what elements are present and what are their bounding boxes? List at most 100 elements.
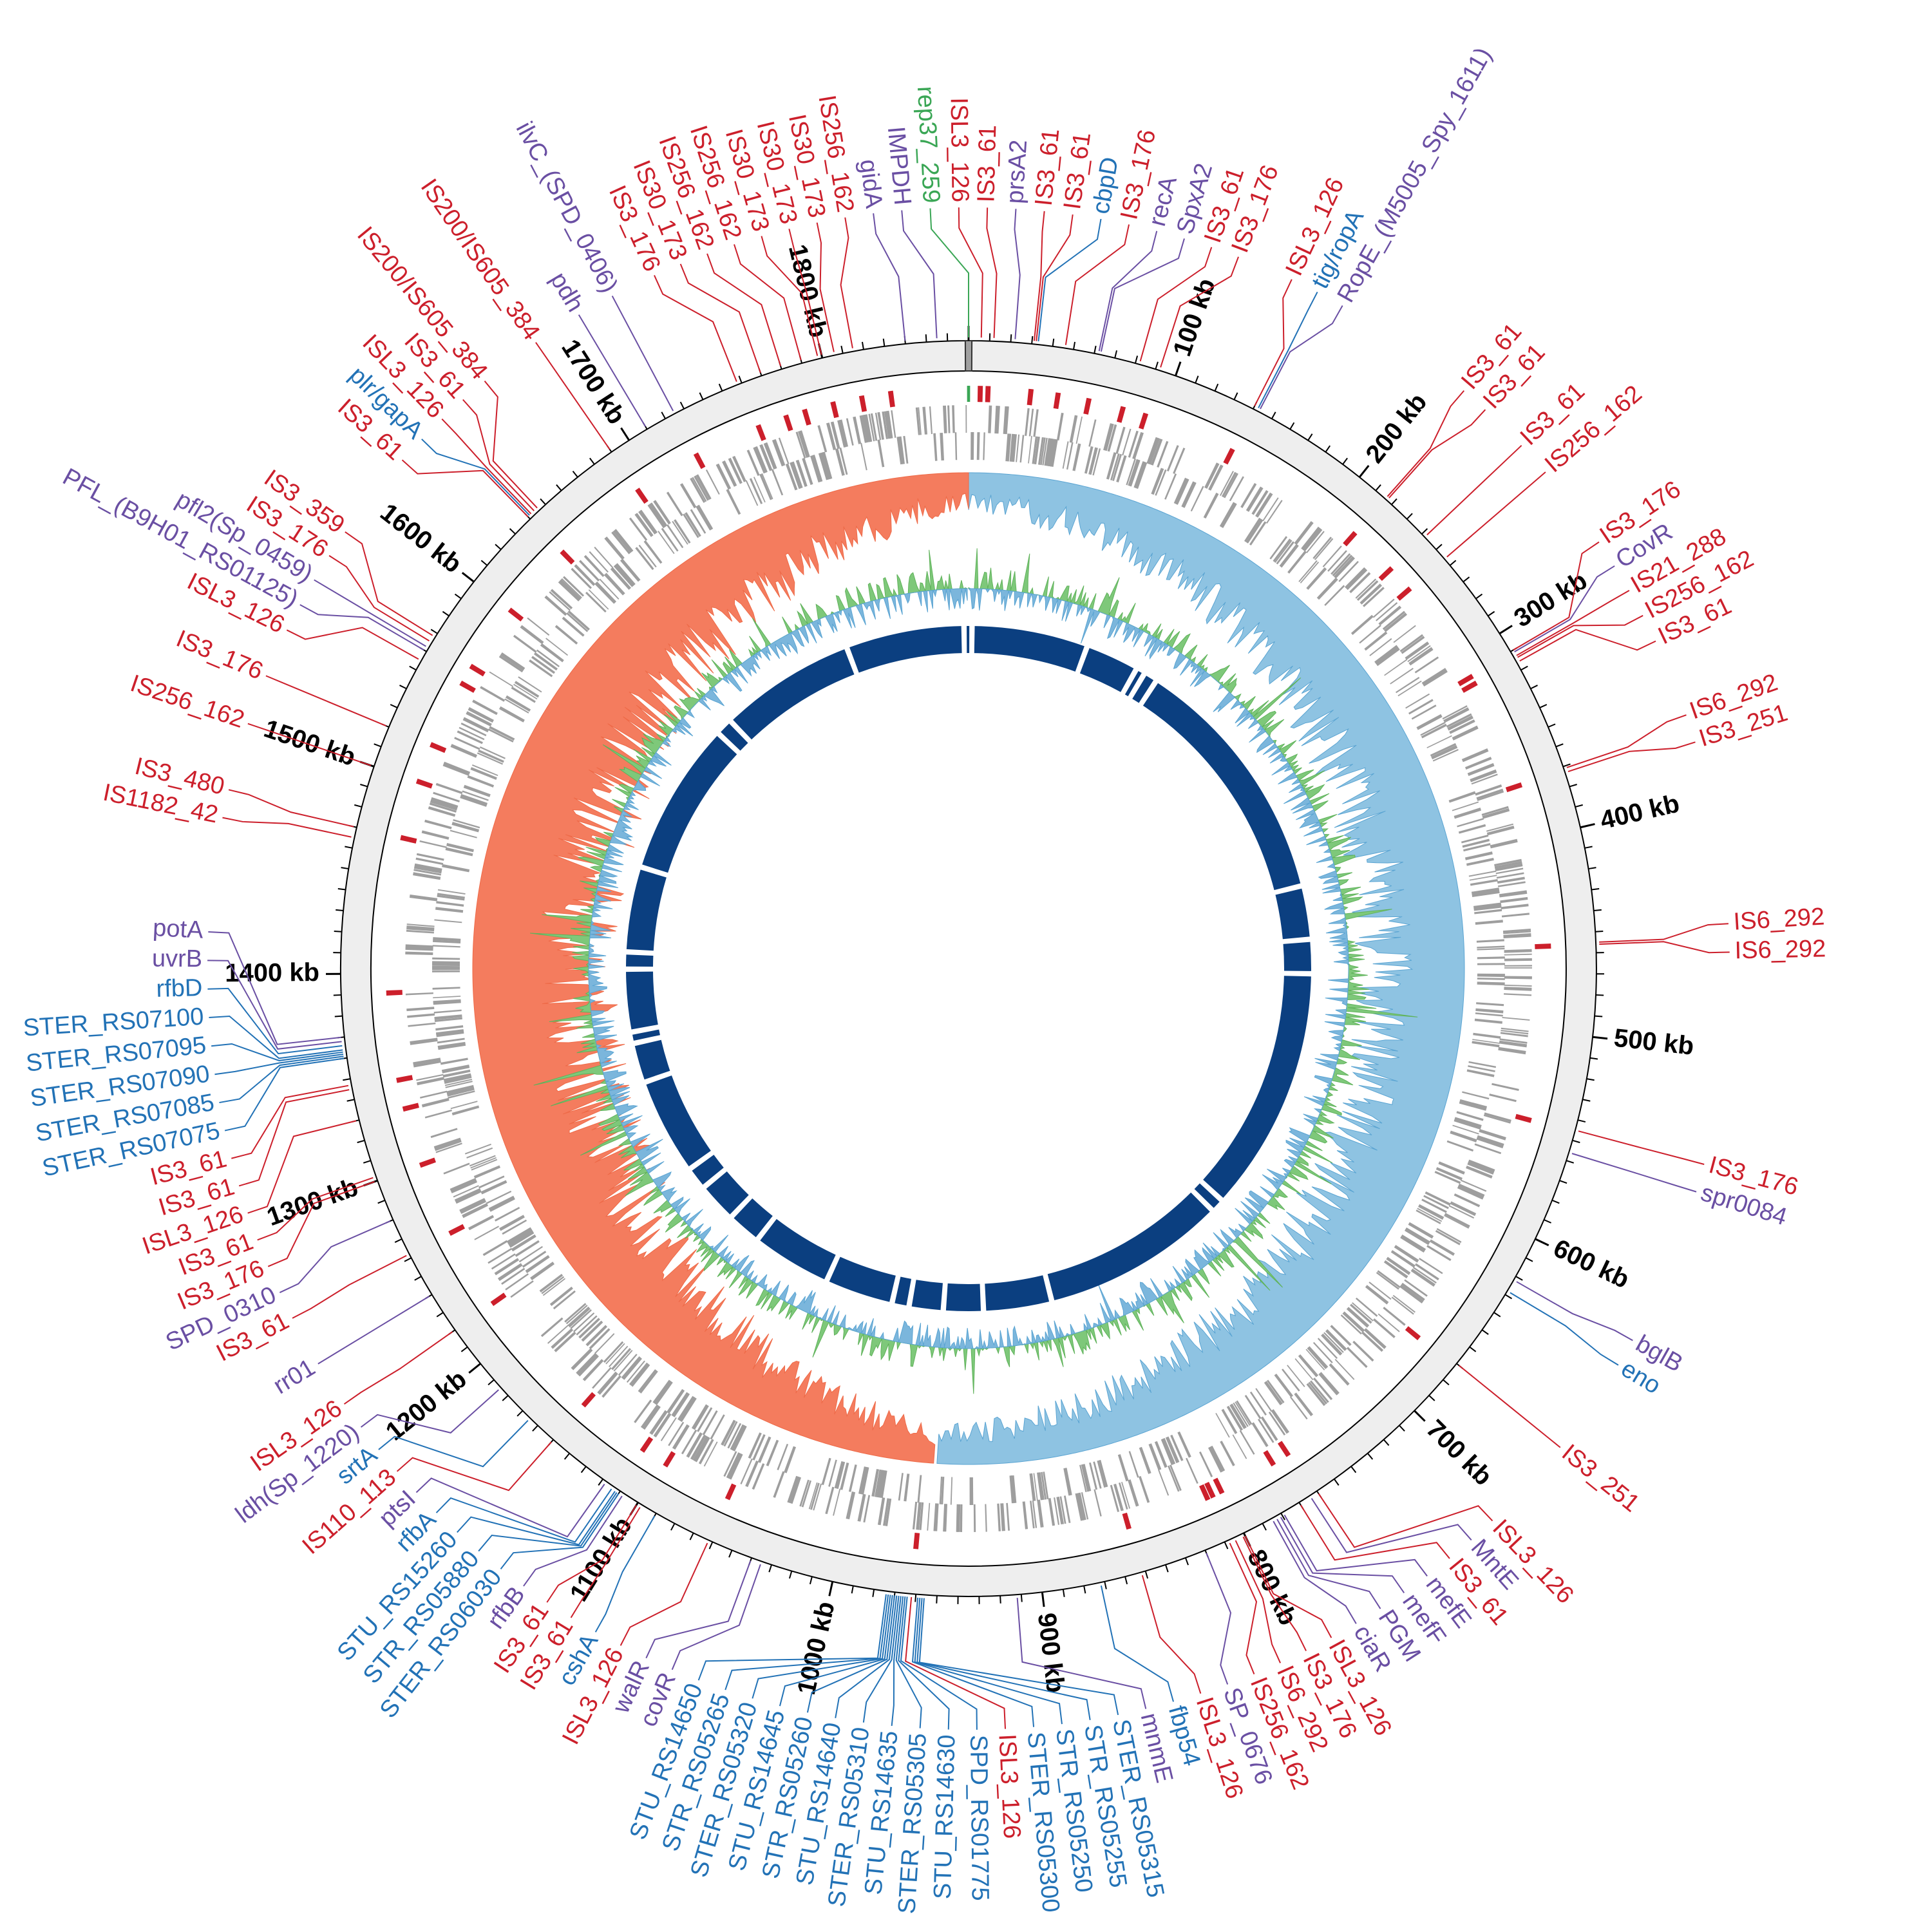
minor-tick — [357, 1139, 365, 1144]
gene-bar — [433, 940, 461, 943]
gene-bar — [658, 531, 675, 554]
label-connector — [343, 1331, 453, 1405]
gene-bar — [983, 432, 985, 460]
minor-tick — [1262, 1523, 1267, 1531]
gene-bar — [679, 1397, 697, 1423]
minor-tick — [1375, 484, 1381, 491]
gene-bar — [1496, 872, 1524, 879]
gene-bar — [1322, 545, 1342, 567]
gene-bar — [710, 1414, 725, 1440]
gene-bar — [430, 800, 458, 811]
gene-bar — [732, 1425, 747, 1452]
gene-bar — [460, 723, 487, 737]
gene-bar — [547, 1324, 569, 1344]
label-connector — [873, 213, 906, 341]
is-element-mark — [1378, 566, 1394, 582]
gene-bar — [956, 1504, 958, 1532]
gene-bar — [1477, 947, 1505, 951]
gene-bar — [444, 1079, 473, 1086]
label-connector — [1036, 214, 1074, 341]
gene-bar — [480, 686, 506, 702]
gene-bar — [1468, 1061, 1497, 1068]
gene-bar — [692, 477, 707, 502]
minor-tick — [1280, 1513, 1285, 1520]
minor-tick — [502, 1395, 509, 1401]
gene-bar — [1364, 631, 1388, 651]
minor-tick — [414, 1276, 422, 1281]
minor-tick — [1469, 1346, 1477, 1352]
label-connector — [895, 1596, 922, 1728]
gene-bar — [430, 797, 459, 809]
is-element-mark — [448, 1224, 466, 1236]
gene-bar — [833, 1488, 841, 1516]
gene-bar — [1454, 1119, 1481, 1130]
minor-tick — [1586, 1078, 1595, 1081]
gene-bar — [1019, 435, 1025, 463]
gene-bar — [1312, 1341, 1333, 1363]
gene-bar — [459, 726, 485, 741]
gene-bar — [1219, 502, 1236, 527]
gene-bar — [433, 996, 461, 999]
minor-tick — [1289, 422, 1295, 430]
contig-block — [974, 626, 1084, 672]
gene-bar — [1273, 538, 1291, 562]
gene-bar — [604, 536, 625, 560]
minor-tick — [1481, 1329, 1489, 1335]
is-element-mark — [415, 779, 433, 789]
is-element-mark — [693, 452, 706, 469]
data-tracks — [339, 339, 1597, 1597]
gene-bar — [609, 1345, 629, 1367]
gene-bar — [1346, 569, 1368, 591]
gene-bar — [1029, 1473, 1036, 1502]
minor-tick — [1520, 665, 1528, 671]
gene-bar — [1094, 1489, 1102, 1517]
gene-bar — [629, 1362, 649, 1386]
minor-tick — [333, 994, 341, 996]
gene-bar — [1434, 1171, 1461, 1184]
gene-bar — [1334, 1359, 1355, 1380]
gene-bar — [420, 1090, 448, 1099]
gene-bar — [812, 455, 823, 482]
gene-bar — [1470, 878, 1498, 886]
gene-bar — [643, 540, 663, 564]
gene-bar — [1000, 1503, 1005, 1531]
label-connector — [317, 1296, 430, 1365]
gene-bar — [853, 416, 862, 444]
gene-bar — [1501, 904, 1529, 909]
gene-bar — [1391, 1296, 1414, 1315]
feature-label: ISL3_126 — [993, 1734, 1025, 1840]
gene-bar — [407, 1013, 435, 1018]
gene-bar — [1210, 1445, 1226, 1472]
gene-bar — [1063, 1495, 1071, 1524]
gene-bar — [654, 1381, 673, 1405]
tick-label: 200 kb — [1360, 388, 1432, 468]
gene-bar — [540, 1317, 564, 1338]
gene-bar — [1041, 1472, 1047, 1500]
gene-bar — [442, 762, 470, 776]
gene-bar — [1457, 1185, 1484, 1200]
gene-bar — [1301, 526, 1321, 551]
gene-bar — [413, 869, 442, 876]
gene-bar — [1472, 1041, 1500, 1048]
gene-bar — [443, 1073, 471, 1082]
gene-bar — [1432, 749, 1459, 762]
label-connector — [535, 342, 611, 450]
gene-bar — [753, 446, 767, 474]
gene-bar — [1037, 437, 1044, 465]
label-connector — [401, 459, 529, 518]
label-connector — [238, 1089, 350, 1187]
is-element-mark — [802, 408, 811, 426]
gene-bar — [677, 1396, 696, 1421]
label-connector — [247, 1120, 357, 1214]
gene-bar — [513, 634, 537, 653]
gene-bar — [471, 1159, 498, 1171]
gene-bar — [1474, 909, 1502, 914]
gene-bar — [1323, 1332, 1344, 1353]
gene-bar — [1203, 493, 1219, 519]
minor-tick — [409, 665, 417, 671]
label-connector — [761, 236, 819, 356]
gene-bar — [1365, 1285, 1389, 1305]
minor-tick — [1515, 1276, 1523, 1281]
gene-bar — [1099, 1459, 1108, 1488]
